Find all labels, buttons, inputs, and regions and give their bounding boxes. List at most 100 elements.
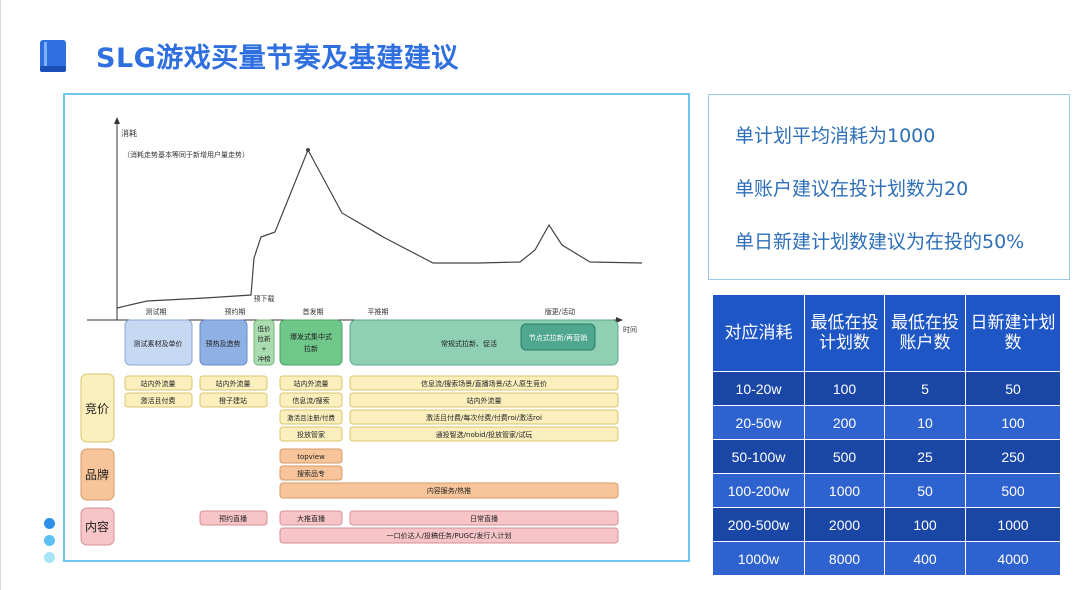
table-cell: 1000: [804, 473, 885, 508]
x-axis-label: 时间: [623, 325, 637, 334]
category-label: 竞价: [85, 402, 109, 416]
table-cell: 4000: [965, 541, 1061, 576]
table-row: 20-50w 200 10 100: [712, 405, 1061, 440]
table-cell: 100: [965, 405, 1061, 440]
tag-text: 通投智选/nobid/投放管家/试玩: [436, 430, 533, 439]
table-cell: 8000: [804, 541, 885, 576]
tag-rect: [349, 409, 619, 425]
dot: [44, 518, 55, 529]
table-row: 50-100w 500 25 250: [712, 439, 1061, 474]
phase-box-predownload: [253, 319, 275, 366]
phase-box-test: [124, 319, 193, 366]
phase-label: 平推期: [368, 307, 389, 316]
phase-box-text: 测试素材及单价: [134, 339, 183, 348]
table-cell: 50: [884, 473, 966, 508]
tag-rect: [279, 510, 343, 526]
consumption-curve: [116, 148, 643, 309]
tag-rect: [124, 392, 193, 408]
table-cell: 1000w: [712, 541, 805, 576]
tag-rect: [124, 375, 193, 391]
table-header: 最低在投计划数: [804, 294, 885, 372]
table-row: 100-200w 1000 50 500: [712, 473, 1061, 508]
book-icon: [40, 40, 66, 72]
table-cell: 100-200w: [712, 473, 805, 508]
tag-text: 激活且注册/付费: [287, 413, 335, 422]
x-axis-arrow: [616, 317, 623, 323]
tag-rect: [279, 375, 343, 391]
tag-rect: [349, 375, 619, 391]
table-row: 200-500w 2000 100 1000: [712, 507, 1061, 542]
table-cell: 1000: [965, 507, 1061, 542]
tag-rect: [199, 392, 268, 408]
y-note: （消耗走势基本等同于新增用户量走势）: [123, 150, 249, 159]
tag-text: 橙子建站: [219, 396, 247, 405]
category-content: [80, 507, 115, 546]
tag-text: 站内外流量: [467, 396, 502, 405]
table-cell: 100: [884, 507, 966, 542]
tag-rect: [279, 426, 343, 442]
tag-text: 大推直播: [297, 514, 325, 523]
tag-rect: [279, 482, 619, 499]
recommendation-panel: 单计划平均消耗为1000 单账户建议在投计划数为20 单日新建计划数建议为在投的…: [708, 94, 1070, 280]
tag-rect: [199, 375, 268, 391]
table-row: 1000w 8000 400 4000: [712, 541, 1061, 576]
table-row: 10-20w 100 5 50: [712, 371, 1061, 406]
tag-text: 站内外流量: [294, 379, 329, 388]
category-label: 内容: [85, 519, 109, 534]
phase-box-text: 低价: [258, 324, 272, 333]
tag-rect: [279, 392, 343, 408]
table-cell: 50: [965, 371, 1061, 406]
phase-box-text: +: [261, 345, 266, 353]
table-cell: 50-100w: [712, 439, 805, 474]
tag-rect: [279, 409, 343, 425]
dot: [44, 552, 55, 563]
budget-table: 对应消耗 最低在投计划数 最低在投账户数 日新建计划数 10-20w 100 5…: [712, 294, 1061, 576]
category-label: 品牌: [85, 468, 109, 482]
tag-rect: [349, 392, 619, 408]
tag-text: 站内外流量: [141, 379, 176, 388]
phase-label: 版更/活动: [545, 307, 575, 316]
table-cell: 200: [804, 405, 885, 440]
tag-text: 搜索品专: [297, 469, 325, 478]
phase-label: 测试期: [146, 307, 167, 316]
tag-text: 站内外流量: [216, 379, 251, 388]
phase-box-text: 节点式拉新/再营销: [529, 333, 587, 342]
table-cell: 25: [884, 439, 966, 474]
tag-rect: [279, 527, 619, 544]
dot: [44, 535, 55, 546]
tag-rect: [279, 465, 343, 481]
tag-text: 信息流/搜索: [292, 396, 329, 405]
table-cell: 2000: [804, 507, 885, 542]
peak-marker: [306, 148, 310, 152]
y-axis-arrow: [114, 117, 120, 124]
table-cell: 5: [884, 371, 966, 406]
table-header: 对应消耗: [712, 294, 805, 372]
phase-box-text: 常规式拉新、促活: [441, 339, 497, 348]
table-header: 日新建计划数: [965, 294, 1061, 372]
recommendation-item: 单账户建议在投计划数为20: [735, 178, 969, 200]
table-cell: 200-500w: [712, 507, 805, 542]
tag-rect: [349, 510, 619, 526]
table-header: 最低在投账户数: [884, 294, 966, 372]
tag-rect: [279, 448, 343, 464]
table-cell: 400: [884, 541, 966, 576]
recommendation-item: 单计划平均消耗为1000: [735, 125, 936, 147]
table-cell: 20-50w: [712, 405, 805, 440]
phase-label: 预下载: [254, 294, 275, 303]
category-bidding: [80, 373, 115, 443]
table-cell: 10-20w: [712, 371, 805, 406]
slide-dots: [44, 518, 55, 569]
tag-rect: [349, 426, 619, 442]
phase-box-reserve: [199, 319, 248, 366]
phase-label: 首发期: [303, 307, 324, 316]
phase-box-text: 爆发式集中式: [290, 332, 332, 341]
slide-edge: [0, 0, 1, 590]
table-cell: 250: [965, 439, 1061, 474]
table-cell: 100: [804, 371, 885, 406]
table-cell: 10: [884, 405, 966, 440]
tag-text: 内容服务/热推: [427, 486, 471, 495]
tag-text: 预约直播: [219, 514, 247, 523]
tag-text: 投放管家: [297, 430, 325, 439]
phase-box-text: 拉新: [304, 344, 318, 353]
phase-label: 预约期: [225, 307, 246, 316]
